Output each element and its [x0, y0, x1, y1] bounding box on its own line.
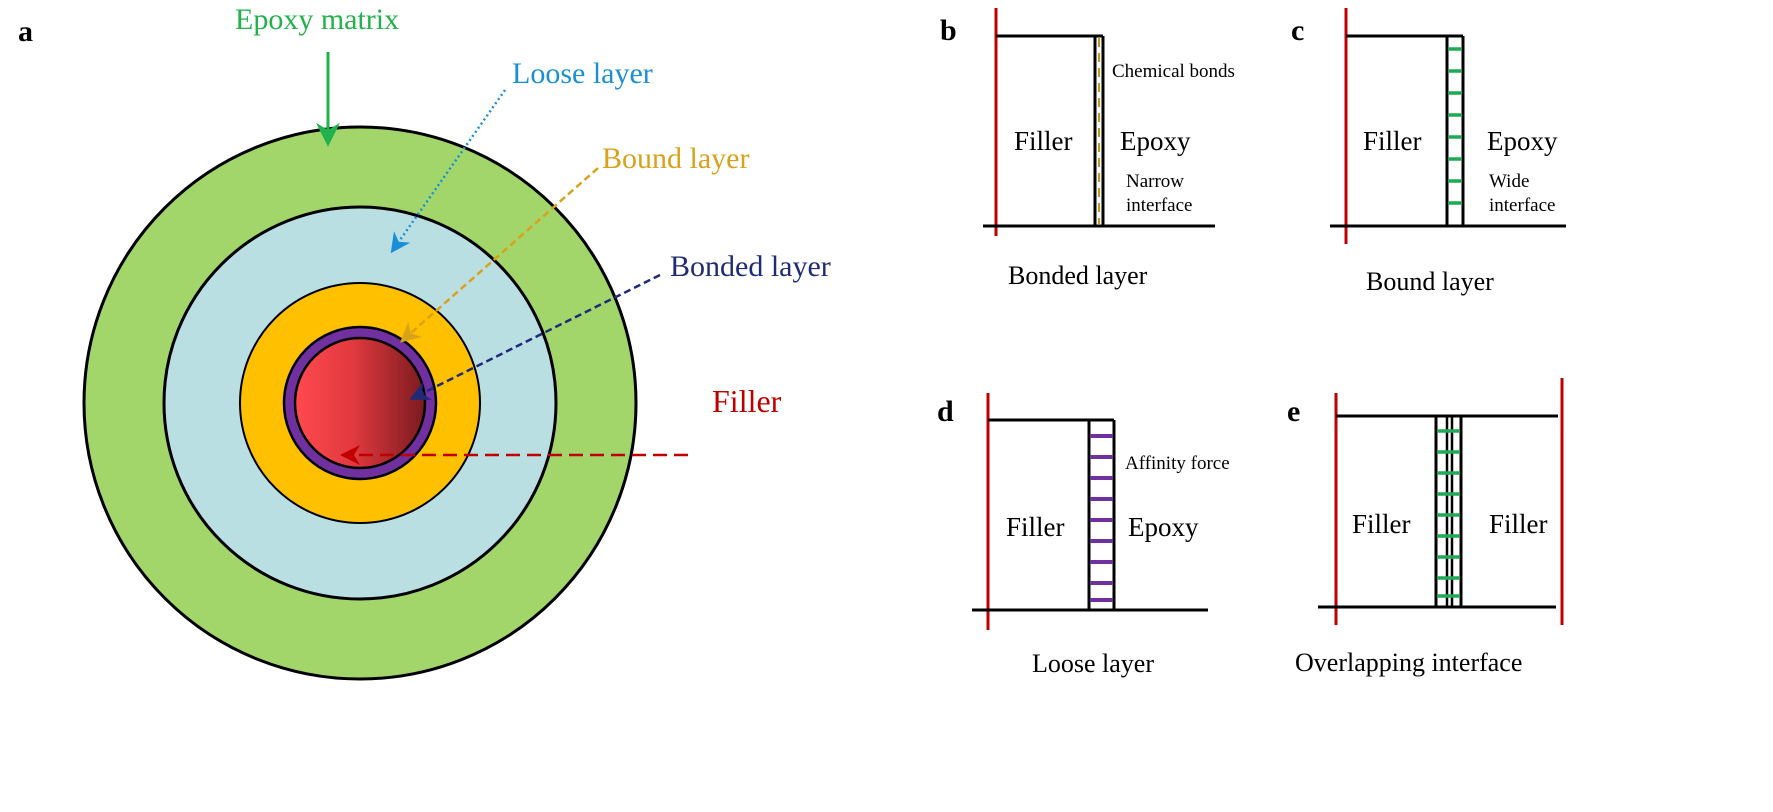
label-bonded-layer: Bonded layer	[670, 250, 831, 283]
panel-e-right-filler: Filler	[1489, 509, 1548, 539]
panel-letter-e: e	[1287, 395, 1300, 428]
panel-letter-b: b	[940, 14, 957, 47]
label-bound-layer: Bound layer	[602, 142, 749, 175]
panel-c-epoxy: Epoxy	[1487, 126, 1558, 156]
panel-b-filler: Filler	[1014, 126, 1073, 156]
affinity-force-bars	[1090, 434, 1113, 602]
panel-d-epoxy: Epoxy	[1128, 512, 1199, 542]
panel-c-caption: Bound layer	[1366, 267, 1494, 296]
panel-e-left-filler: Filler	[1352, 509, 1411, 539]
bonded-layer-arrow	[409, 273, 661, 400]
overlap-green-bars	[1437, 429, 1460, 598]
panel-b-caption: Bonded layer	[1008, 261, 1148, 290]
bound-layer-green-bars	[1448, 47, 1462, 205]
panel-c-filler: Filler	[1363, 126, 1422, 156]
panel-a: a Epoxy matrix Loose layer Bound layer B…	[18, 3, 831, 681]
panel-e: e Filler Filler Overlapping interface	[1287, 378, 1564, 677]
label-loose-layer: Loose layer	[512, 57, 653, 90]
panel-d-filler: Filler	[1006, 512, 1065, 542]
panel-d-caption: Loose layer	[1032, 649, 1154, 678]
panel-b-chemical-bonds: Chemical bonds	[1112, 61, 1235, 82]
label-filler: Filler	[712, 383, 782, 419]
panel-b-epoxy: Epoxy	[1120, 126, 1191, 156]
label-epoxy-matrix: Epoxy matrix	[235, 3, 399, 36]
panel-b-narrow: Narrow	[1126, 171, 1184, 192]
panel-letter-c: c	[1291, 14, 1304, 47]
panel-c-interface: interface	[1489, 195, 1555, 216]
panel-c-wide: Wide	[1489, 171, 1529, 192]
panel-letter-d: d	[937, 395, 954, 428]
panel-b-interface: interface	[1126, 195, 1192, 216]
panel-c: c Filler Epoxy Wide interface Bound laye…	[1291, 8, 1566, 296]
panel-d: d Filler Epoxy Affinity force Loose laye…	[937, 393, 1230, 678]
panel-letter-a: a	[18, 15, 33, 48]
panel-e-caption: Overlapping interface	[1295, 648, 1522, 677]
panel-d-affinity-force: Affinity force	[1125, 453, 1230, 474]
filler-core	[293, 336, 427, 470]
panel-b: b Filler Epoxy Chemical bonds Narrow int…	[940, 8, 1235, 290]
